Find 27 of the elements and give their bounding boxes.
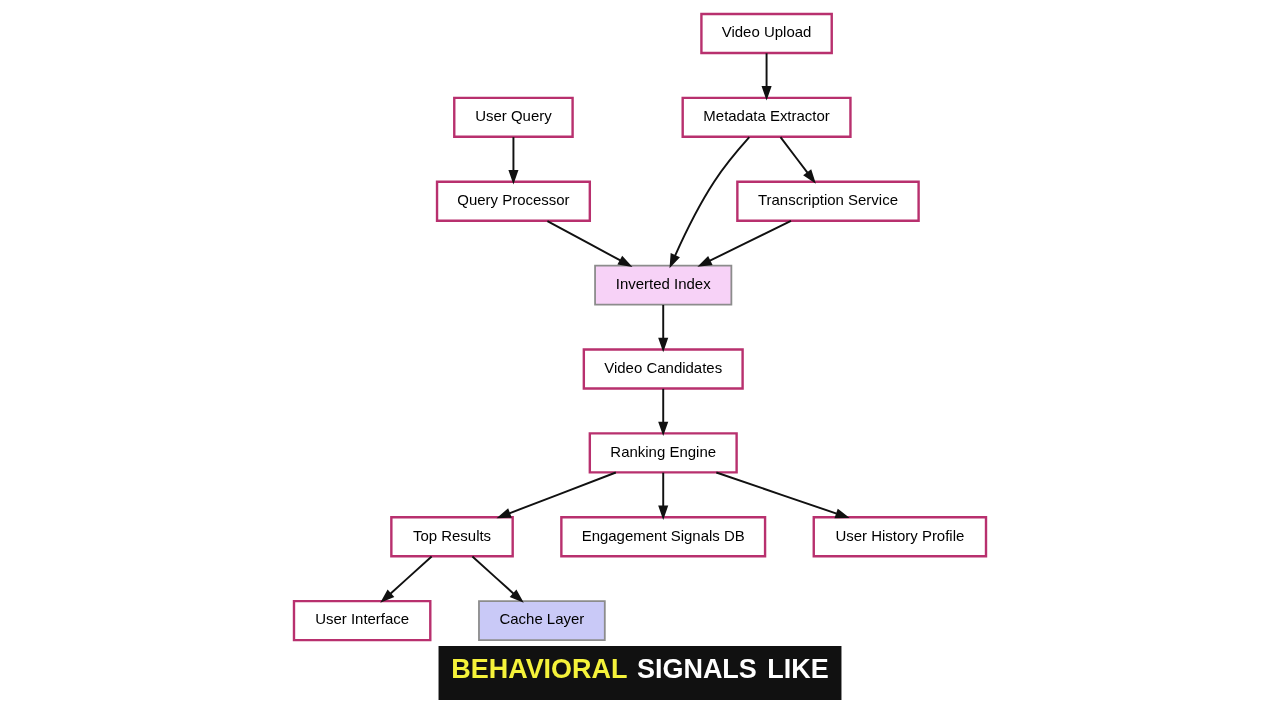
caption: BEHAVIORAL SIGNALS LIKE bbox=[451, 654, 829, 685]
arrow bbox=[496, 471, 617, 519]
arrow bbox=[658, 387, 669, 437]
node-box: User Query bbox=[453, 96, 574, 138]
arrow bbox=[669, 136, 751, 269]
arrow bbox=[715, 471, 850, 519]
arrow bbox=[380, 555, 433, 603]
arrow bbox=[697, 219, 792, 267]
node-box: Video Upload bbox=[700, 12, 833, 55]
arrow bbox=[546, 220, 633, 267]
arrow bbox=[658, 303, 669, 353]
arrow bbox=[779, 136, 816, 184]
arrow bbox=[761, 52, 772, 101]
node-box: Query Processor bbox=[435, 180, 592, 222]
node-box: Ranking Engine bbox=[588, 432, 738, 474]
node-box: Top Results bbox=[390, 516, 514, 558]
arrow bbox=[508, 136, 519, 185]
node-box: User History Profile bbox=[812, 516, 988, 558]
node-box: Inverted Index bbox=[594, 264, 733, 306]
node-box: Metadata Extractor bbox=[681, 96, 852, 138]
arrow bbox=[658, 471, 669, 520]
node-box: Transcription Service bbox=[736, 180, 920, 222]
node-box: User Interface bbox=[292, 599, 432, 642]
arrow bbox=[471, 555, 524, 603]
node-box: Engagement Signals DB bbox=[560, 516, 767, 558]
node-box: Cache Layer bbox=[478, 600, 606, 641]
node-box: Video Candidates bbox=[582, 348, 744, 390]
